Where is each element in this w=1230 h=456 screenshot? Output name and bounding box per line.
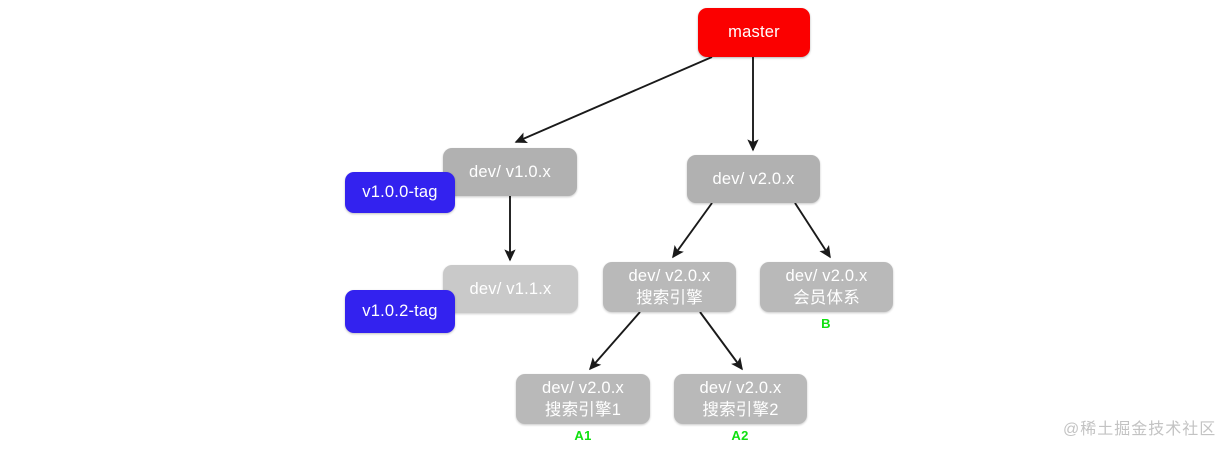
node-label-primary: dev/ v1.1.x: [469, 279, 552, 298]
node-v2-search-1[interactable]: dev/ v2.0.x 搜索引擎1: [516, 374, 650, 424]
tag-tag-v1-0-0[interactable]: v1.0.0-tag: [345, 172, 455, 213]
node-label-secondary: 搜索引擎1: [544, 401, 622, 419]
node-label-secondary: 会员体系: [793, 289, 860, 307]
edge-v2-to-member: [794, 202, 831, 259]
watermark-label: @稀土掘金技术社区: [1063, 421, 1217, 438]
tag-label: v1.0.0-tag: [362, 183, 438, 202]
node-label-primary: dev/ v2.0.x: [785, 266, 868, 285]
marker-marker-b: B: [821, 316, 831, 331]
tag-tag-v1-0-2[interactable]: v1.0.2-tag: [345, 290, 455, 333]
node-label-primary: master: [728, 23, 780, 42]
node-label-primary: dev/ v2.0.x: [712, 169, 795, 188]
node-label-primary: dev/ v1.0.x: [469, 162, 551, 181]
node-label-secondary: 搜索引擎2: [702, 401, 779, 419]
node-master[interactable]: master: [698, 8, 810, 57]
node-dev-v1-0-x[interactable]: dev/ v1.0.x: [443, 148, 577, 196]
marker-marker-a1: A1: [574, 428, 592, 443]
marker-marker-a2: A2: [731, 428, 749, 443]
node-label-primary: dev/ v2.0.x: [699, 378, 782, 397]
edge-v2-to-search: [672, 202, 713, 259]
node-dev-v1-1-x[interactable]: dev/ v1.1.x: [443, 265, 578, 313]
node-label-primary: dev/ v2.0.x: [628, 266, 711, 285]
edge-search-to-a1: [588, 311, 641, 371]
node-label-primary: dev/ v2.0.x: [542, 378, 624, 397]
node-dev-v2-0-x[interactable]: dev/ v2.0.x: [687, 155, 820, 203]
tag-label: v1.0.2-tag: [362, 302, 438, 321]
edge-search-to-a2: [699, 311, 743, 371]
edge-master-to-v1: [514, 56, 713, 143]
node-v2-member[interactable]: dev/ v2.0.x 会员体系: [760, 262, 893, 312]
node-v2-search[interactable]: dev/ v2.0.x 搜索引擎: [603, 262, 736, 312]
node-v2-search-2[interactable]: dev/ v2.0.x 搜索引擎2: [674, 374, 807, 424]
node-label-secondary: 搜索引擎: [636, 289, 703, 307]
